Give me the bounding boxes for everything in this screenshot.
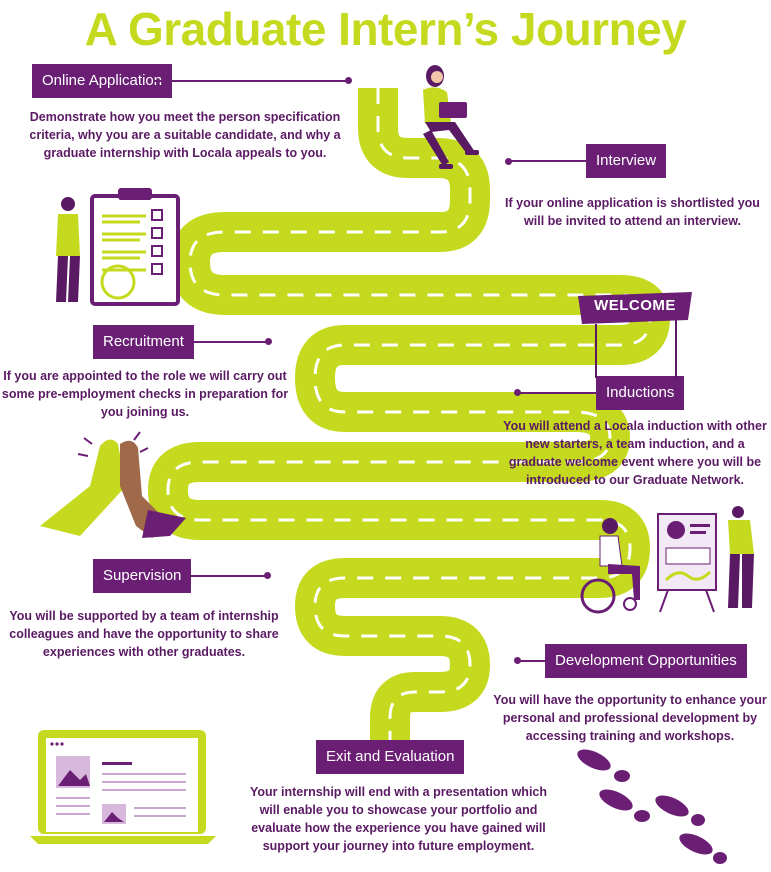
high-five-illustration [40,431,186,538]
page-title: A Graduate Intern’s Journey [84,3,687,55]
connector-dot [265,338,272,345]
connector-line [191,575,267,577]
step-description-inductions: You will attend a Locala induction with … [503,419,767,487]
connector-line [154,80,347,82]
step-label-supervision: Supervision [93,559,192,593]
presentation-illustration [580,506,754,614]
connector-dot [345,77,352,84]
woman-with-laptop-illustration [423,65,479,169]
step-description-recruitment: If you are appointed to the role we will… [1,369,289,419]
step-label-online-application: Online Application [32,64,173,98]
connector-dot [264,572,271,579]
connector-line [517,392,596,394]
step-description-online-application: Demonstrate how you meet the person spec… [29,110,341,160]
welcome-banner-illustration [578,292,692,378]
laptop-illustration [30,730,216,844]
step-label-inductions: Inductions [596,376,685,410]
connector-line [508,160,586,162]
connector-line [517,660,545,662]
step-label-exit-and-evaluation: Exit and Evaluation [316,740,465,774]
welcome-banner-text: WELCOME [594,297,676,314]
step-label-interview: Interview [586,144,667,178]
step-description-development-opportunities: You will have the opportunity to enhance… [493,693,767,743]
connector-line [193,341,268,343]
step-label-recruitment: Recruitment [93,325,194,359]
clipboard-checklist-illustration [56,188,180,306]
step-label-development-opportunities: Development Opportunities [545,644,747,678]
footprints-illustration [577,749,727,864]
step-description-exit-and-evaluation: Your internship will end with a presenta… [249,785,547,853]
step-description-interview: If your online application is shortliste… [505,196,760,228]
step-description-supervision: You will be supported by a team of inter… [9,609,279,659]
